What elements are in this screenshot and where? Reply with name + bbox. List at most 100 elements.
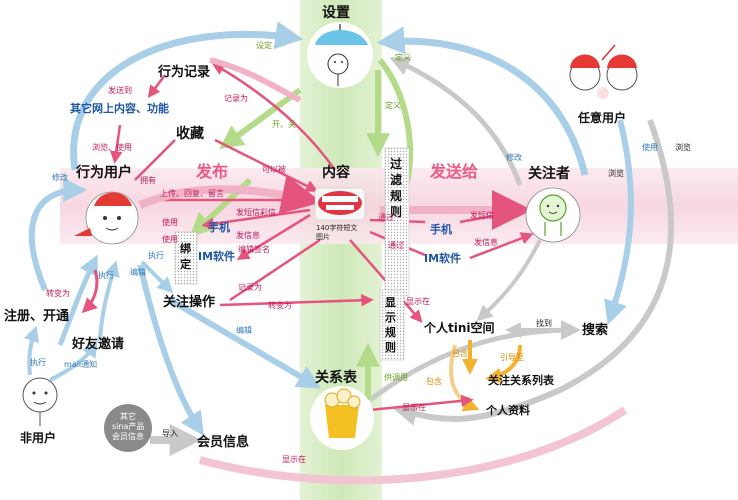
channel-phone-right: 手机 <box>430 222 452 236</box>
filter-rules-1: 过 <box>390 156 402 171</box>
arrow-execute-nonuser <box>23 325 40 376</box>
node-settings: 设置 <box>322 4 350 21</box>
arrow-open-close <box>219 87 302 150</box>
edge-execute3: 执行 <box>30 357 46 367</box>
filter-rules-4: 则 <box>390 205 402 219</box>
display-rules-1: 显 <box>385 296 396 309</box>
arrow-convert2 <box>219 294 374 307</box>
edge-upload-reply: 上传、回复、留言 <box>160 188 224 198</box>
bind-2: 定 <box>180 257 191 271</box>
arrow-own <box>134 139 176 181</box>
settings-character-icon <box>307 22 373 88</box>
edge-find: 找到 <box>536 318 552 328</box>
edge-edit2: 编辑 <box>236 325 252 335</box>
node-follow-list: 关注关系列表 <box>488 373 555 387</box>
node-member-info: 会员信息 <box>197 434 249 450</box>
node-relation-table: 关系表 <box>315 369 358 386</box>
edge-execute1: 执行 <box>98 270 114 280</box>
arrow-display-at3 <box>369 394 474 412</box>
arrow-edit-member <box>137 264 204 436</box>
arrow-guide <box>485 344 522 384</box>
arrow-behavior <box>209 57 302 103</box>
edge-modify-right: 修改 <box>506 152 522 162</box>
node-non-user: 非用户 <box>20 430 56 445</box>
label-publish: 发布 <box>195 162 228 181</box>
curve-arrow-modify-left <box>28 178 88 292</box>
edge-browse1: 浏览 <box>608 168 624 178</box>
display-rules-bar <box>379 289 405 361</box>
edge-send-sms: 发短信 <box>470 210 494 220</box>
display-rules-4: 则 <box>385 341 396 354</box>
edge-modify-left: 修改 <box>52 172 68 182</box>
edge-provide: 供调用 <box>384 372 408 382</box>
arrow-send-info <box>236 213 311 260</box>
edge-display-at1: 显示在 <box>406 296 430 306</box>
edge-display-at3: 显示在 <box>402 402 426 412</box>
edge-pass1: 通过 <box>378 212 394 222</box>
edge-use-right: 使用 <box>642 142 658 152</box>
arrow-record-as <box>211 63 337 171</box>
display-rules-3: 规 <box>385 325 396 339</box>
label-send-to: 发送给 <box>429 162 478 181</box>
arrow-execute-register <box>57 254 98 346</box>
edge-mail-notice: mail通知 <box>64 359 97 369</box>
filter-rules-3: 规 <box>390 188 402 203</box>
edge-execute2: 执行 <box>148 250 164 260</box>
bind-bar <box>174 231 198 285</box>
edge-edit-sign: 编辑签名 <box>238 244 270 254</box>
bind-1: 绑 <box>180 241 191 255</box>
arrow-edit-relation <box>168 297 322 389</box>
edge-browse2: 浏览 <box>675 142 691 152</box>
node-content: 内容 <box>322 164 350 181</box>
channel-im-right: IM软件 <box>424 251 461 265</box>
curve-arrow-use <box>604 119 634 325</box>
edge-browse-use: 浏览、使用 <box>92 142 132 152</box>
content-caption-2: 图片 <box>316 232 330 241</box>
edge-include1: 包含 <box>452 348 468 358</box>
node-invite: 好友邀请 <box>71 336 124 352</box>
edge-convert1: 转变为 <box>46 288 70 298</box>
edge-set: 设定 <box>256 40 272 50</box>
arrow-record-as2 <box>229 238 321 302</box>
channel-phone-left: 手机 <box>208 220 230 234</box>
any-user-character-icon <box>569 44 638 99</box>
edge-display-at2: 显示在 <box>282 454 306 464</box>
action-user-character-icon <box>74 191 139 245</box>
edge-edit1: 编辑 <box>130 267 146 277</box>
arrow-publish <box>138 174 322 215</box>
edge-define1: 定义 <box>395 52 411 62</box>
edge-define2: 定义 <box>385 100 401 110</box>
node-action-user: 行为用户 <box>75 164 132 181</box>
curve-arrow-bottom <box>198 406 628 485</box>
content-caption-1: 140字符短文 <box>316 223 357 232</box>
edge-guide-to: 引导至 <box>500 353 524 362</box>
edge-send-to: 发送到 <box>108 85 132 95</box>
relation-table-cup-icon <box>310 386 374 450</box>
edge-include2: 包含 <box>426 376 442 386</box>
edge-pass2: 通过 <box>388 240 404 250</box>
filter-rules-2: 滤 <box>390 172 402 187</box>
arrow-invite <box>98 260 120 341</box>
edge-send-mms: 发短信彩信 <box>236 207 276 217</box>
sina-info-line2: sina产品 <box>112 421 144 431</box>
arrow-send-to <box>147 74 166 98</box>
node-personal-space: 个人tini空间 <box>423 320 495 335</box>
channel-im-left: IM软件 <box>198 249 235 263</box>
edge-record-as: 记录为 <box>224 93 248 103</box>
curve-arrow-define <box>376 26 589 176</box>
edge-own: 拥有 <box>140 175 156 185</box>
arrow-convert1 <box>81 269 99 314</box>
content-mouth-icon <box>314 187 366 221</box>
node-behavior-record: 行为记录 <box>157 64 210 80</box>
curve-arrow-set <box>70 21 304 171</box>
arrow-browse-use <box>110 124 123 164</box>
arrow-follow-op <box>140 260 174 294</box>
node-any-user: 任意用户 <box>577 110 626 125</box>
sina-info-circle <box>104 404 152 452</box>
edge-use1: 使用 <box>162 217 178 227</box>
edge-send-info-right: 发信息 <box>474 237 498 247</box>
node-register: 注册、开通 <box>4 308 69 324</box>
follower-character-icon <box>525 187 581 243</box>
edge-convert2: 转变为 <box>268 300 292 310</box>
